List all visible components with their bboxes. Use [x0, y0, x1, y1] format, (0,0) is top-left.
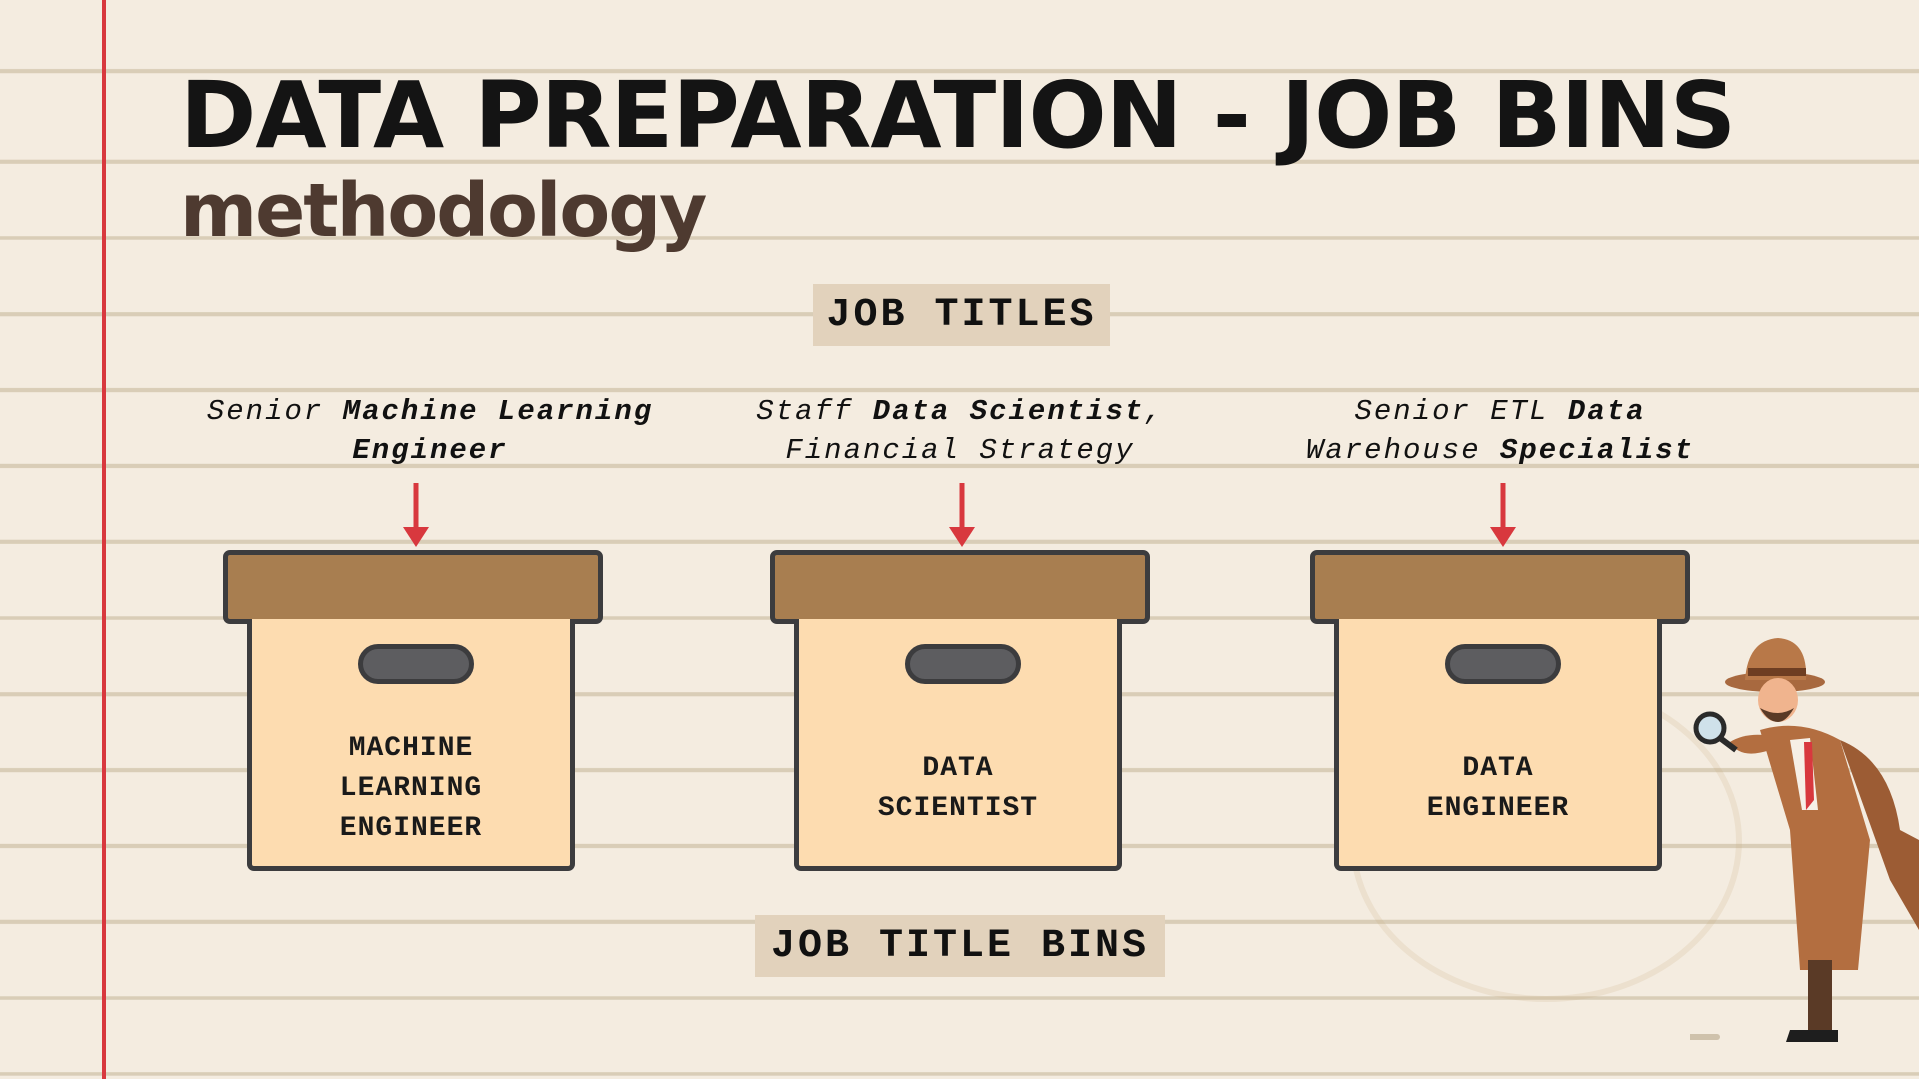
bin-label-line: LEARNING: [339, 773, 483, 804]
bin-box: MACHINE LEARNING ENGINEER: [247, 619, 575, 871]
job-title-1-keyword: Machine Learning: [342, 395, 654, 428]
job-title-2-word: Staff: [756, 395, 873, 428]
bin-box: DATA ENGINEER: [1334, 619, 1662, 871]
job-title-2: Staff Data Scientist, Financial Strategy: [700, 392, 1220, 470]
job-title-3-word: Warehouse: [1305, 434, 1500, 467]
page-title: DATA PREPARATION - JOB BINS: [180, 62, 1736, 169]
job-title-2-line-2: Financial Strategy: [700, 431, 1220, 470]
bin-label-line: DATA: [1462, 753, 1534, 784]
job-title-1-keyword: Engineer: [352, 434, 508, 467]
bin-lid: [1310, 550, 1690, 624]
job-title-1-line-2: Engineer: [170, 431, 690, 470]
bin-label: MACHINE LEARNING ENGINEER: [252, 729, 570, 849]
job-title-bins-tag: JOB TITLE BINS: [755, 915, 1165, 977]
job-title-2-word: ,: [1144, 395, 1164, 428]
job-title-3-word: Senior ETL: [1354, 395, 1568, 428]
bin-lid: [770, 550, 1150, 624]
detective-illustration: [1690, 638, 1919, 1042]
margin-line: [102, 0, 106, 1079]
bin-handle: [905, 644, 1021, 684]
job-title-2-keyword: Data Scientist: [872, 395, 1145, 428]
job-bin-data-scientist: DATA SCIENTIST: [770, 550, 1150, 871]
bin-lid: [223, 550, 603, 624]
bin-handle: [1445, 644, 1561, 684]
bin-label-line: ENGINEER: [339, 813, 483, 844]
job-title-3-keyword: Data: [1567, 395, 1646, 428]
bin-label-line: MACHINE: [348, 733, 474, 764]
job-title-3: Senior ETL Data Warehouse Specialist: [1240, 392, 1760, 470]
job-title-3-line-1: Senior ETL Data: [1240, 392, 1760, 431]
job-bin-machine-learning-engineer: MACHINE LEARNING ENGINEER: [223, 550, 603, 871]
bin-label-line: SCIENTIST: [877, 793, 1039, 824]
page-subtitle: methodology: [180, 168, 707, 254]
bin-label-line: DATA: [922, 753, 994, 784]
job-title-3-keyword: Specialist: [1500, 434, 1695, 467]
job-title-1-line-1: Senior Machine Learning: [170, 392, 690, 431]
down-arrow-icon: [403, 483, 429, 547]
job-title-1-word: Senior: [206, 395, 343, 428]
bin-label: DATA SCIENTIST: [799, 749, 1117, 829]
bin-handle: [358, 644, 474, 684]
job-title-2-word: Financial Strategy: [785, 434, 1135, 467]
down-arrow-icon: [1490, 483, 1516, 547]
job-bin-data-engineer: DATA ENGINEER: [1310, 550, 1690, 871]
job-title-2-line-1: Staff Data Scientist,: [700, 392, 1220, 431]
down-arrow-icon: [949, 483, 975, 547]
bin-label: DATA ENGINEER: [1339, 749, 1657, 829]
job-titles-tag: JOB TITLES: [813, 284, 1110, 346]
job-title-3-line-2: Warehouse Specialist: [1240, 431, 1760, 470]
bin-box: DATA SCIENTIST: [794, 619, 1122, 871]
bin-label-line: ENGINEER: [1426, 793, 1570, 824]
job-title-1: Senior Machine Learning Engineer: [170, 392, 690, 470]
